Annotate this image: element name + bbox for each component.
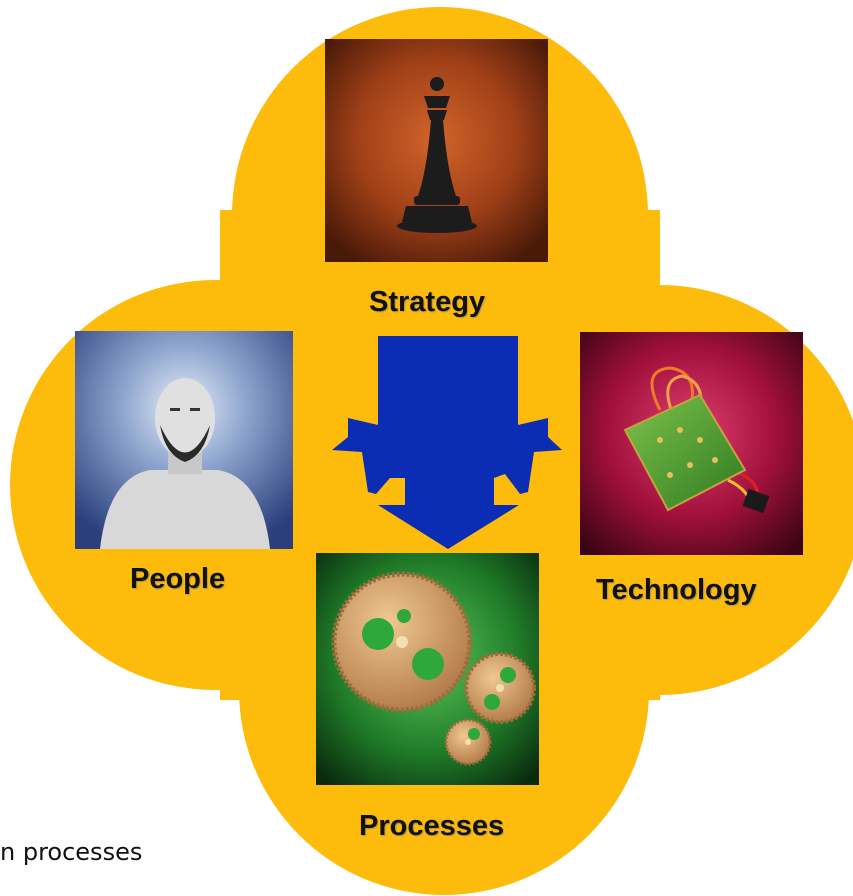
human-figure-icon <box>100 378 270 549</box>
processes-label: Processes <box>359 810 505 842</box>
processes-image <box>316 553 539 785</box>
technology-label: Technology <box>596 574 757 606</box>
gears-icon <box>331 571 536 766</box>
chess-queen-icon <box>397 77 477 233</box>
people-image <box>75 331 293 549</box>
circuit-board-icon <box>623 366 770 514</box>
strategy-arrow <box>332 336 562 549</box>
footer-text: n processes <box>0 838 143 866</box>
technology-image <box>580 332 803 555</box>
strategy-label: Strategy <box>369 286 486 318</box>
people-label: People <box>130 563 226 595</box>
strategy-image <box>325 39 548 262</box>
